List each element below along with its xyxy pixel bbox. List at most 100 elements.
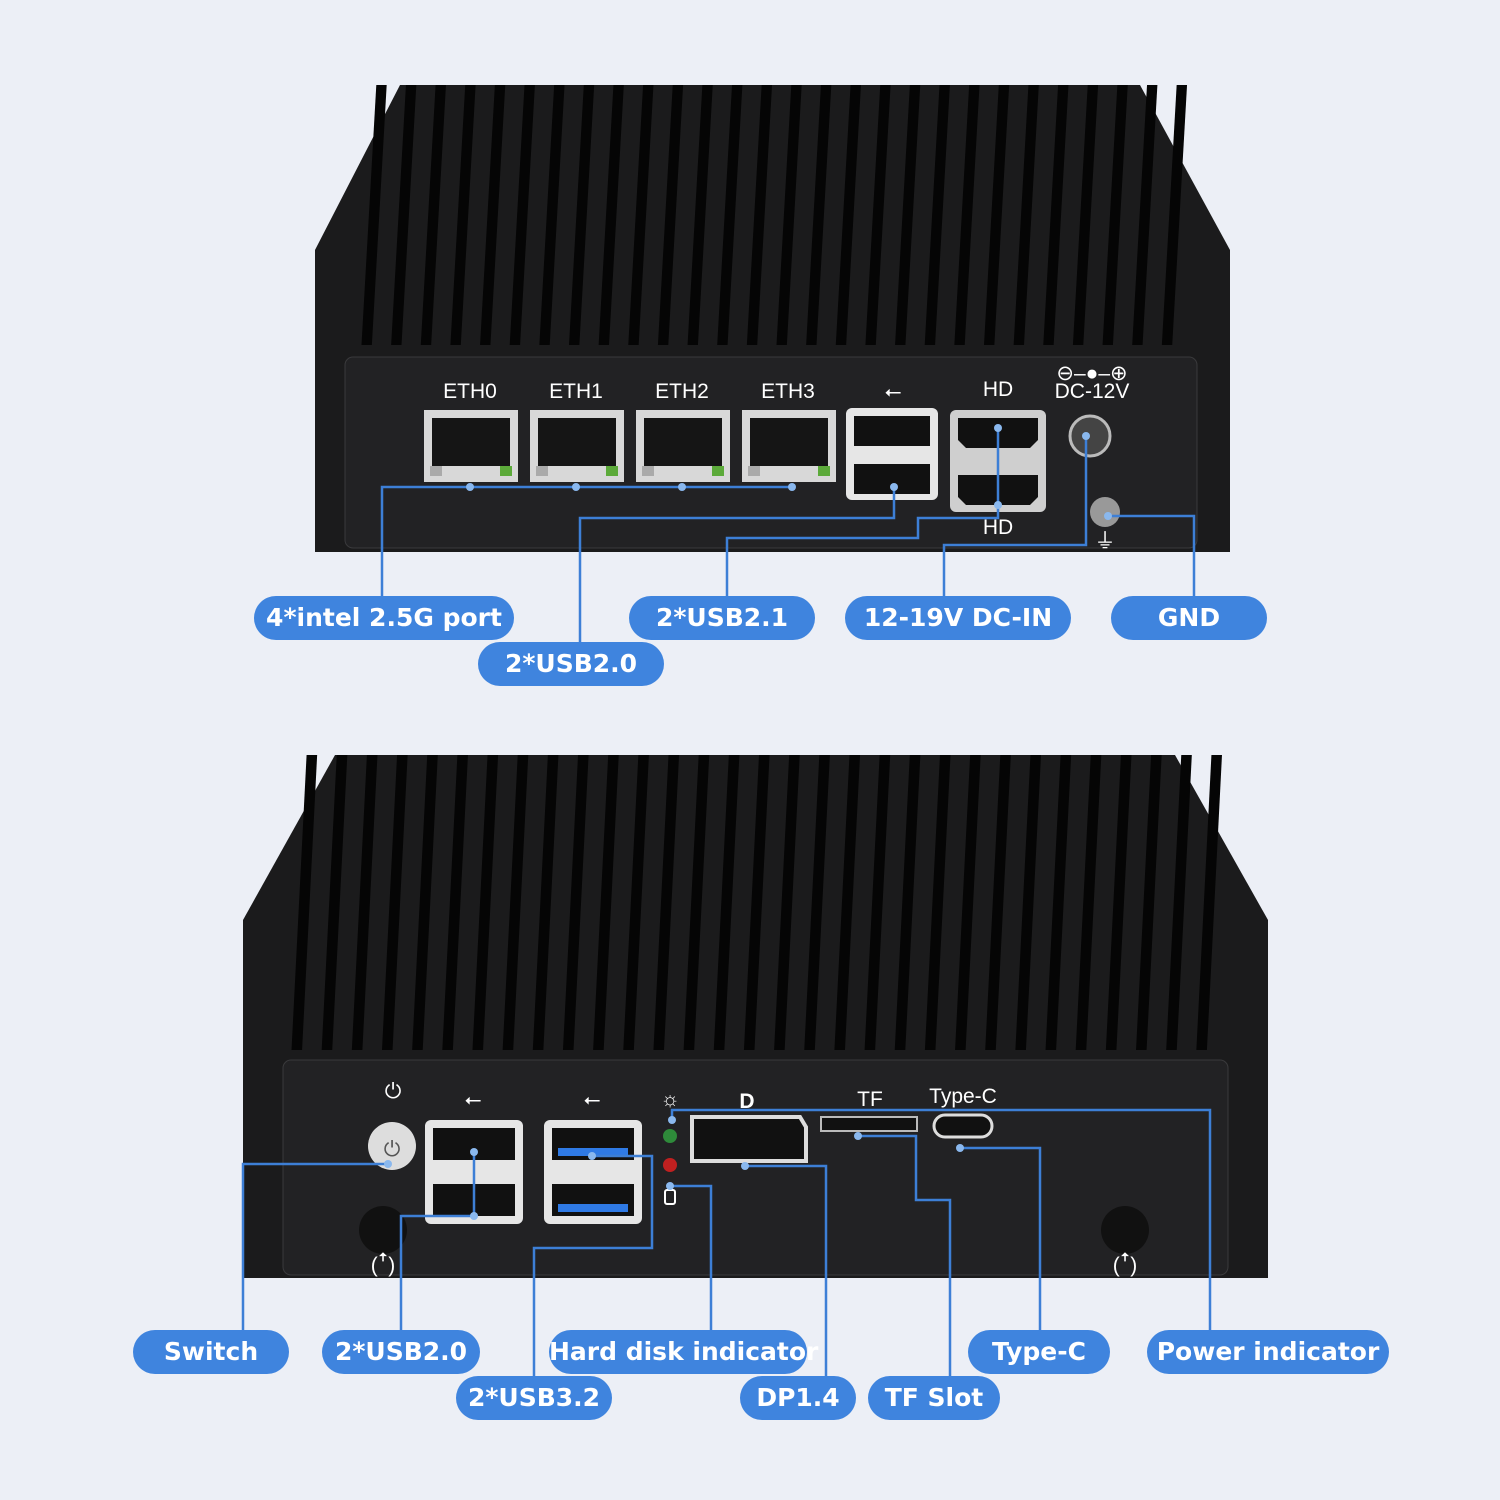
ethernet-port <box>636 410 730 482</box>
heatsink-fin <box>1166 755 1192 1050</box>
antenna-icon: (ꜛ) <box>371 1252 396 1277</box>
heatsink-fin <box>1072 85 1099 345</box>
heatsink-fin <box>420 85 446 345</box>
bottom-device: ⏻ ⏻ (ꜛ) (ꜛ) ⭠ ⭠ ☼ D TF Type-C <box>241 755 1268 1376</box>
heatsink-fin <box>657 85 684 345</box>
antenna-icon: (ꜛ) <box>1113 1252 1138 1277</box>
heatsink-fin <box>361 85 387 345</box>
heatsink-fin <box>683 755 710 1050</box>
heatsink-fin <box>381 755 408 1050</box>
ground-screw <box>1090 497 1120 527</box>
led-icon: ☼ <box>660 1088 679 1111</box>
heatsink-fin <box>806 85 832 345</box>
eth0-label: ETH0 <box>443 380 497 403</box>
dc-label: DC-12V <box>1055 380 1130 403</box>
bottom-leader-dots <box>384 1116 964 1220</box>
heatsink-fin <box>743 755 770 1050</box>
heatsink-fin <box>1161 85 1188 345</box>
displayport <box>690 1115 808 1163</box>
heatsink-fin <box>593 755 619 1050</box>
usb-icon: ⭠ <box>885 380 902 403</box>
heatsink-fin <box>1015 755 1042 1050</box>
heatsink-fin <box>1043 85 1069 345</box>
heatsink-fin <box>804 755 830 1050</box>
usb-icon: ⭠ <box>465 1088 482 1111</box>
dc-polarity-icon: ⊖–●–⊕ <box>1056 362 1127 385</box>
power-switch-button <box>368 1122 416 1170</box>
heatsink-fin <box>1045 755 1072 1050</box>
top-device: ETH0 ETH1 ETH2 ETH3 ⭠ HD HD ⊖–●–⊕ DC-12V… <box>315 85 1230 642</box>
callout-typec: Type-C <box>968 1330 1110 1374</box>
heatsink-fin <box>472 755 499 1050</box>
heatsink-fin <box>351 755 378 1050</box>
heatsink-fin <box>509 85 535 345</box>
heatsink-fin <box>450 85 476 345</box>
heatsink-fin <box>924 85 950 345</box>
callout-gnd: GND <box>1111 596 1267 640</box>
ground-icon: ⏚ <box>1095 530 1116 553</box>
heatsink-fin <box>924 755 951 1050</box>
heatsink-fin <box>1013 85 1039 345</box>
callout-tf: TF Slot <box>868 1376 1000 1420</box>
heatsink-fin <box>598 85 624 345</box>
heatsink-fin <box>653 755 680 1050</box>
heatsink-fin <box>687 85 713 345</box>
bottom-leader-lines <box>241 1108 1212 1376</box>
heatsink-fin <box>717 85 743 345</box>
callout-ethernet: 4*intel 2.5G port <box>254 596 514 640</box>
heatsink-fin <box>895 85 921 345</box>
heatsink-fin <box>746 85 773 345</box>
power-icon: ⏻ <box>385 1080 402 1103</box>
heatsink-fin <box>502 755 529 1050</box>
heatsink-fin <box>291 755 318 1050</box>
ethernet-port <box>742 410 836 482</box>
heatsink-fin <box>568 85 595 345</box>
heatsink-fin <box>321 755 348 1050</box>
displayport-icon: D <box>739 1090 754 1113</box>
heatsink-fin <box>985 755 1011 1050</box>
hdmi-icon: HD <box>983 516 1013 539</box>
hdmi-icon: HD <box>983 378 1013 401</box>
heatsink-fin <box>442 755 468 1050</box>
callout-usb20-top: 2*USB2.0 <box>478 642 664 686</box>
heatsink-fin <box>835 85 861 345</box>
callout-dcin: 12-19V DC-IN <box>845 596 1071 640</box>
heatsink-fins <box>291 755 1222 1050</box>
ethernet-port <box>424 410 518 482</box>
callout-switch: Switch <box>133 1330 289 1374</box>
heatsink-fin <box>623 755 649 1050</box>
heatsink-fin <box>983 85 1010 345</box>
callout-usb32: 2*USB3.2 <box>456 1376 612 1420</box>
heatsink-fin <box>865 85 891 345</box>
heatsink-fin <box>1102 85 1128 345</box>
bottom-front-panel <box>282 1059 1229 1276</box>
eth3-label: ETH3 <box>761 380 815 403</box>
heatsink-fin <box>480 85 506 345</box>
heatsink-fin <box>391 85 417 345</box>
ethernet-ports <box>424 410 836 482</box>
usb-icon: ⭠ <box>584 1088 601 1111</box>
heatsink-fin <box>539 85 565 345</box>
power-led <box>663 1129 677 1143</box>
callout-usb21: 2*USB2.1 <box>629 596 815 640</box>
heatsink-fin <box>562 755 589 1050</box>
callout-dp: DP1.4 <box>740 1376 856 1420</box>
usb32-port-stack <box>544 1120 642 1224</box>
heatsink-fin <box>1075 755 1102 1050</box>
heatsink-fin <box>532 755 559 1050</box>
heatsink-fin <box>1136 755 1162 1050</box>
heatsink-fin <box>774 755 800 1050</box>
heatsink-fin <box>1105 755 1132 1050</box>
heatsink-fin <box>713 755 740 1050</box>
heatsink-fin <box>628 85 654 345</box>
callout-hdd: Hard disk indicator <box>549 1330 818 1374</box>
typec-port <box>932 1113 994 1139</box>
ethernet-port <box>530 410 624 482</box>
heatsink-fins <box>361 85 1188 345</box>
heatsink-fin <box>1196 755 1222 1050</box>
antenna-port <box>1101 1206 1149 1254</box>
callout-usb20-bottom: 2*USB2.0 <box>322 1330 480 1374</box>
heatsink-fin <box>1132 85 1158 345</box>
antenna-port <box>359 1206 407 1254</box>
